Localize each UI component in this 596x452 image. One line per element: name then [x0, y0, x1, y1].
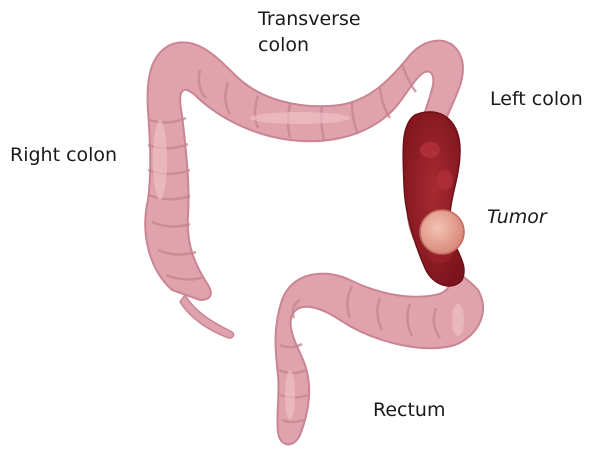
label-left-colon: Left colon	[490, 86, 583, 112]
tumor-polyp	[420, 210, 464, 254]
label-tumor: Tumor	[487, 204, 547, 230]
label-rectum: Rectum	[373, 397, 445, 423]
label-right-colon: Right colon	[10, 142, 117, 168]
appendix	[180, 295, 234, 338]
label-transverse-colon: Transverse colon	[258, 6, 388, 58]
tumor-region	[403, 112, 464, 286]
